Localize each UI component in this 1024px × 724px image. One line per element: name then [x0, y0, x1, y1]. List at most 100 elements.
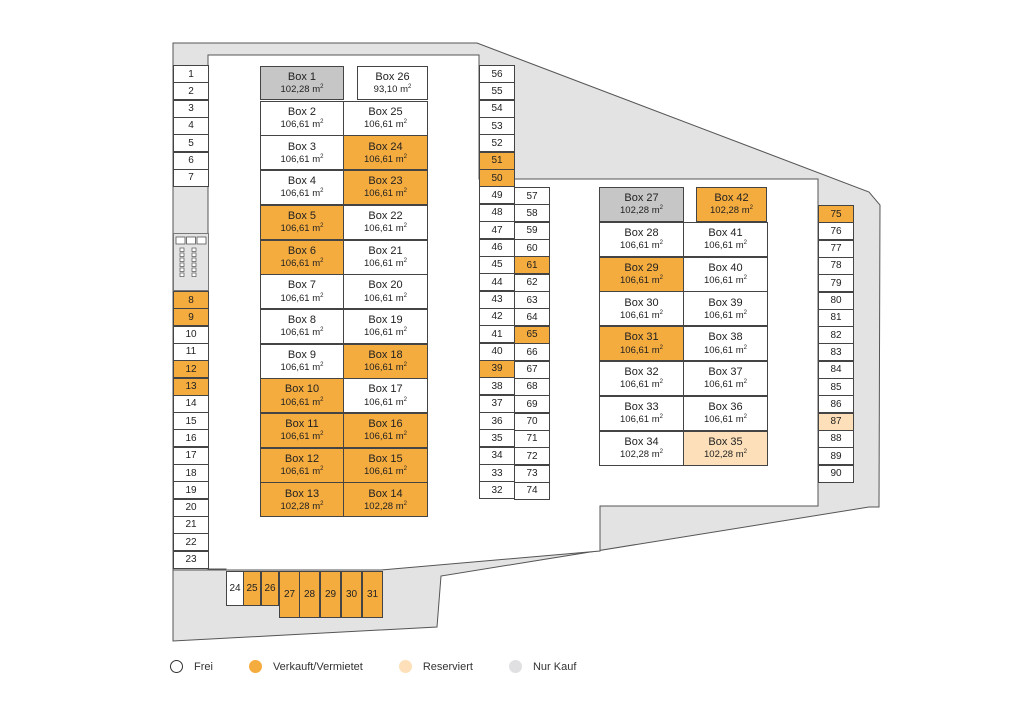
parking-spot-63[interactable]: 63 [514, 291, 550, 310]
parking-spot-28[interactable]: 28 [299, 571, 320, 618]
parking-spot-44[interactable]: 44 [479, 273, 515, 292]
parking-spot-66[interactable]: 66 [514, 343, 550, 362]
parking-spot-31[interactable]: 31 [362, 571, 383, 618]
parking-spot-52[interactable]: 52 [479, 134, 515, 153]
parking-spot-33[interactable]: 33 [479, 464, 515, 483]
parking-spot-51[interactable]: 51 [479, 151, 515, 170]
parking-spot-56[interactable]: 56 [479, 65, 515, 83]
parking-spot-83[interactable]: 83 [818, 343, 854, 362]
parking-spot-24[interactable]: 24 [226, 571, 244, 606]
parking-spot-85[interactable]: 85 [818, 378, 854, 396]
parking-spot-5[interactable]: 5 [173, 134, 209, 153]
parking-spot-16[interactable]: 16 [173, 429, 209, 448]
parking-spot-27[interactable]: 27 [279, 571, 300, 618]
parking-spot-77[interactable]: 77 [818, 239, 854, 258]
parking-spot-59[interactable]: 59 [514, 221, 550, 240]
parking-spot-9[interactable]: 9 [173, 308, 209, 327]
parking-spot-35[interactable]: 35 [479, 429, 515, 448]
parking-spot-71[interactable]: 71 [514, 429, 550, 448]
parking-spot-41[interactable]: 41 [479, 325, 515, 344]
parking-spot-37[interactable]: 37 [479, 394, 515, 413]
parking-spot-43[interactable]: 43 [479, 290, 515, 309]
parking-spot-4[interactable]: 4 [173, 116, 209, 135]
parking-spot-57[interactable]: 57 [514, 187, 550, 205]
parking-spot-10[interactable]: 10 [173, 325, 209, 344]
parking-spot-6[interactable]: 6 [173, 151, 209, 170]
parking-spot-53[interactable]: 53 [479, 117, 515, 136]
parking-spot-15[interactable]: 15 [173, 412, 209, 431]
parking-spot-79[interactable]: 79 [818, 274, 854, 293]
parking-spot-36[interactable]: 36 [479, 412, 515, 430]
parking-spot-12[interactable]: 12 [173, 360, 209, 379]
parking-spot-2[interactable]: 2 [173, 82, 209, 101]
parking-spot-54[interactable]: 54 [479, 99, 515, 118]
parking-spot-49[interactable]: 49 [479, 186, 515, 205]
parking-spot-87[interactable]: 87 [818, 412, 854, 431]
parking-spot-61[interactable]: 61 [514, 256, 550, 275]
parking-spot-3[interactable]: 3 [173, 99, 209, 118]
parking-spot-26[interactable]: 26 [261, 571, 279, 606]
parking-spot-32[interactable]: 32 [479, 481, 515, 500]
parking-spot-1[interactable]: 1 [173, 65, 209, 83]
parking-spot-78[interactable]: 78 [818, 256, 854, 275]
parking-spot-17[interactable]: 17 [173, 446, 209, 465]
parking-spot-70[interactable]: 70 [514, 412, 550, 431]
parking-spot-81[interactable]: 81 [818, 308, 854, 327]
parking-spot-46[interactable]: 46 [479, 238, 515, 257]
parking-spot-88[interactable]: 88 [818, 429, 854, 448]
parking-spot-40[interactable]: 40 [479, 342, 515, 361]
parking-spot-48[interactable]: 48 [479, 203, 515, 222]
parking-spot-23[interactable]: 23 [173, 550, 209, 569]
parking-spot-45[interactable]: 45 [479, 255, 515, 274]
parking-spot-55[interactable]: 55 [479, 82, 515, 101]
parking-spot-50[interactable]: 50 [479, 169, 515, 188]
parking-spot-69[interactable]: 69 [514, 395, 550, 414]
parking-spot-38[interactable]: 38 [479, 377, 515, 396]
parking-spot-14[interactable]: 14 [173, 394, 209, 413]
parking-spot-39[interactable]: 39 [479, 359, 515, 378]
parking-spot-7[interactable]: 7 [173, 168, 209, 187]
parking-spot-67[interactable]: 67 [514, 360, 550, 379]
parking-spot-86[interactable]: 86 [818, 395, 854, 414]
parking-spot-90[interactable]: 90 [818, 464, 854, 483]
parking-spot-80[interactable]: 80 [818, 291, 854, 310]
parking-spot-42[interactable]: 42 [479, 307, 515, 326]
parking-spot-47[interactable]: 47 [479, 221, 515, 240]
parking-spot-30[interactable]: 30 [341, 571, 362, 618]
parking-spot-11[interactable]: 11 [173, 342, 209, 361]
parking-spot-65[interactable]: 65 [514, 325, 550, 344]
parking-spot-60[interactable]: 60 [514, 239, 550, 258]
parking-spot-34[interactable]: 34 [479, 446, 515, 465]
parking-spot-68[interactable]: 68 [514, 377, 550, 396]
